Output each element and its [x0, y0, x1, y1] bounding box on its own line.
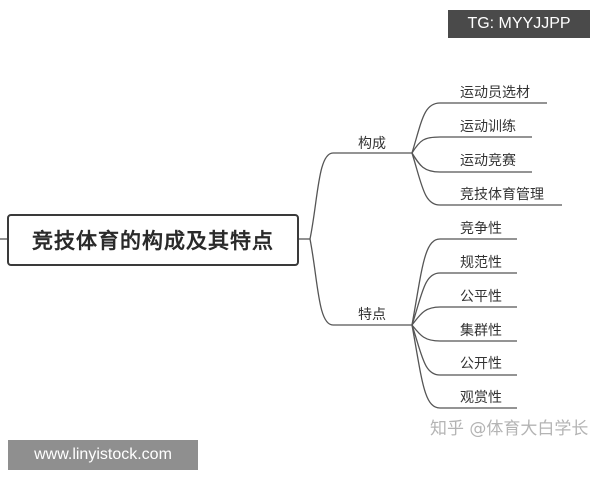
child-line	[411, 102, 547, 154]
child-line	[411, 306, 517, 326]
node-normativity: 规范性	[460, 255, 502, 271]
child-line	[411, 324, 517, 342]
node-athlete-selection: 运动员选材	[460, 85, 530, 101]
node-management: 竞技体育管理	[460, 187, 544, 203]
node-collectivity: 集群性	[460, 323, 502, 339]
node-competitiveness: 竞争性	[460, 221, 502, 237]
child-line	[411, 136, 532, 154]
root-node: 竞技体育的构成及其特点	[7, 214, 299, 266]
top-badge: TG: MYYJJPP	[448, 10, 590, 38]
branch-composition: 构成	[358, 136, 386, 152]
child-line	[411, 324, 517, 376]
child-line	[411, 272, 517, 326]
node-training: 运动训练	[460, 119, 516, 135]
child-line	[411, 324, 517, 409]
child-line	[411, 152, 532, 173]
child-line	[411, 152, 562, 206]
child-line	[411, 238, 517, 326]
node-competition: 运动竞赛	[460, 153, 516, 169]
branch-line-features	[309, 238, 412, 326]
bottom-badge: www.linyistock.com	[8, 440, 198, 470]
branch-features: 特点	[358, 307, 386, 323]
node-openness: 公开性	[460, 356, 502, 372]
node-spectatorship: 观赏性	[460, 390, 502, 406]
node-fairness: 公平性	[460, 289, 502, 305]
watermark: 知乎 @体育大白学长	[430, 419, 589, 439]
branch-line-composition	[309, 152, 412, 240]
